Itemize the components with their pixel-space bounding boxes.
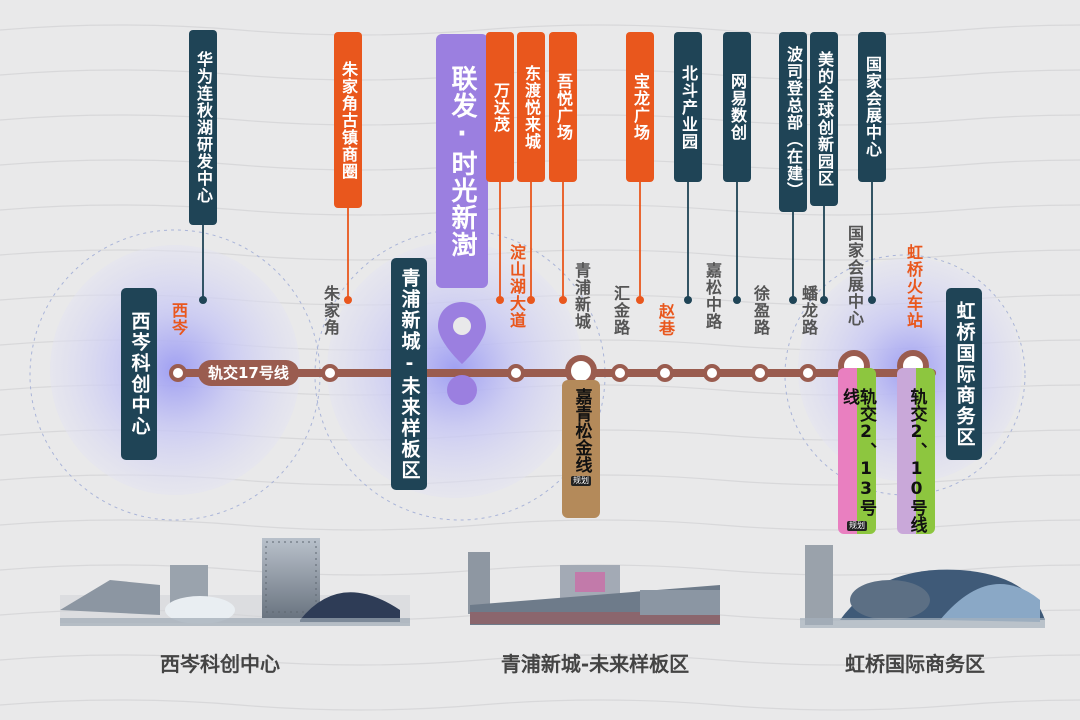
station-dots: [169, 364, 817, 382]
transfer-2-13-label: 轨交2、13号线: [839, 388, 876, 516]
connector-dots: [199, 296, 876, 304]
landmark-exhibition: 国家会展中心: [858, 32, 886, 182]
zone-xicen: 西岑科创中心: [121, 288, 157, 460]
connectors: [202, 182, 873, 300]
station-qingpu: 青浦新城: [572, 262, 591, 330]
landmark-huawei: 华为连秋湖研发中心: [189, 30, 217, 225]
skyline-xicen: [60, 538, 410, 626]
station-huijin: 汇金路: [611, 285, 630, 336]
landmark-project: 联发·时光新澍: [436, 34, 488, 288]
landmark-wuyue: 吾悦广场: [549, 32, 577, 182]
line-17-label: 轨交17号线: [198, 360, 299, 386]
station-dianshanhu: 淀山湖大道: [507, 244, 526, 329]
project-pin-icon: [438, 302, 486, 405]
station-zhujiajiao: 朱家角: [321, 285, 340, 336]
landmark-boston: 波司登总部（在建）: [779, 32, 807, 212]
station-xuying: 徐盈路: [751, 285, 770, 336]
zone-qingpu: 青浦新城-未来样板区: [391, 258, 427, 490]
transfer-2-10-label: 轨交2、10号线: [906, 388, 927, 533]
landmark-midea: 美的全球创新园区: [810, 32, 838, 206]
station-panlong: 蟠龙路: [799, 285, 818, 336]
station-zhaoxiang: 赵巷: [656, 303, 675, 337]
landmark-baolong: 宝龙广场: [626, 32, 654, 182]
caption-hongqiao: 虹桥国际商务区: [845, 652, 985, 676]
caption-qingpu: 青浦新城-未来样板区: [500, 652, 690, 676]
transfer-2-13-bar: [838, 368, 876, 534]
station-hongqiao-rail: 虹桥火车站: [904, 244, 923, 329]
station-xicen: 西岑: [169, 302, 188, 336]
transfer-2-13: 轨交2、13号线 规划: [838, 384, 876, 534]
station-jiasongzhong: 嘉松中路: [703, 262, 722, 330]
zone-hongqiao: 虹桥国际商务区: [946, 288, 982, 460]
transfer-2-13-badge: 规划: [847, 521, 867, 531]
transfer-jiaqing: 嘉青松金线 规划: [562, 384, 600, 518]
transfer-jiaqing-label: 嘉青松金线: [571, 388, 592, 473]
transfer-jiaqing-badge: 规划: [571, 476, 591, 486]
landmark-netease: 网易数创: [723, 32, 751, 182]
caption-xicen: 西岑科创中心: [160, 652, 280, 676]
landmark-beidou: 北斗产业园: [674, 32, 702, 182]
transfer-2-10-bar: [897, 368, 935, 534]
skyline-hongqiao: [800, 545, 1045, 628]
landmark-dongdu: 东渡悦来城: [517, 32, 545, 182]
landmark-zhujiajiao-town: 朱家角古镇商圈: [334, 32, 362, 208]
transfer-2-10: 轨交2、10号线: [897, 384, 935, 534]
landmark-wanda: 万达茂: [486, 32, 514, 182]
skyline-qingpu: [468, 552, 720, 625]
station-guojiahuizhan: 国家会展中心: [845, 225, 864, 327]
